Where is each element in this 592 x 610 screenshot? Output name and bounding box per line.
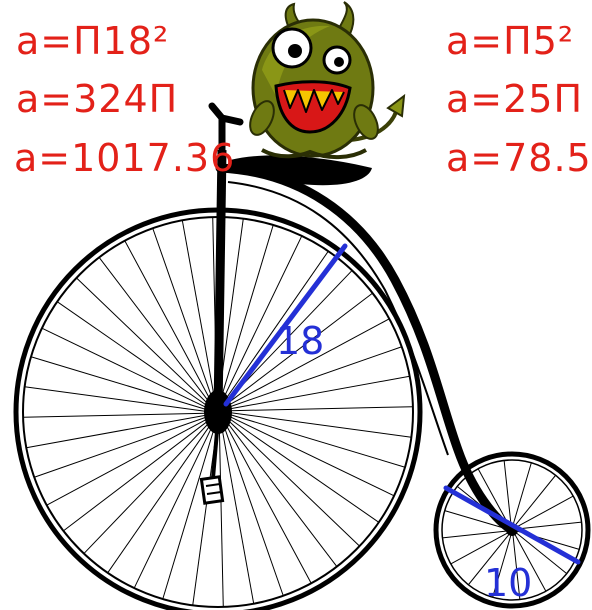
- monster-arm-right: [353, 104, 379, 140]
- spoke: [229, 413, 406, 468]
- spoke: [223, 250, 329, 402]
- monster-arm-left: [249, 100, 275, 136]
- spoke: [467, 533, 510, 586]
- spoke: [220, 423, 255, 604]
- spoke: [34, 416, 208, 478]
- spoke: [46, 418, 209, 506]
- frame-backbone-inner: [227, 181, 449, 456]
- spoke: [41, 327, 208, 409]
- spoke: [218, 423, 224, 607]
- spoke: [514, 533, 547, 592]
- front-fork: [213, 149, 227, 413]
- spoke: [228, 415, 395, 497]
- spoke: [26, 414, 207, 449]
- spoke: [224, 421, 312, 584]
- spoke: [222, 422, 284, 596]
- monster-horn-right: [336, 1, 355, 36]
- spoke: [226, 292, 373, 405]
- spoke: [226, 419, 360, 547]
- spoke: [514, 474, 557, 527]
- small-wheel-rim: [441, 459, 583, 601]
- large-wheel-area-symbolic: a=324Π: [16, 77, 179, 121]
- large-wheel-area-value: a=1017.36: [14, 136, 236, 180]
- spoke: [444, 510, 508, 530]
- spoke: [181, 220, 216, 401]
- spoke: [23, 412, 207, 418]
- spoke: [228, 417, 380, 523]
- large-wheel-radius-label: 18: [276, 319, 325, 363]
- monster-tail-tip: [386, 93, 406, 118]
- spoke: [516, 521, 582, 530]
- spoke: [450, 532, 509, 565]
- monster-character: [249, 1, 406, 159]
- spoke: [162, 423, 217, 600]
- small-wheel-tire: [433, 451, 591, 609]
- spoke: [477, 468, 510, 527]
- pedal-crank: [199, 419, 225, 505]
- spoke: [512, 462, 532, 526]
- monster-teeth: [283, 89, 345, 113]
- spoke: [133, 422, 215, 589]
- spoke: [225, 420, 338, 567]
- small-wheel-diameter-label: 10: [484, 561, 533, 605]
- spoke: [107, 422, 213, 574]
- large-wheel-area-formula: a=Π18²: [16, 19, 170, 63]
- small-wheel-area-value: a=78.5: [446, 136, 592, 180]
- frame-backbone: [215, 163, 517, 535]
- monster-tail: [349, 111, 398, 142]
- spoke: [228, 346, 402, 408]
- spoke: [56, 301, 208, 407]
- small-wheel-diameter-line: [443, 485, 581, 565]
- small-wheel-area-symbolic: a=25Π: [446, 77, 584, 121]
- spoke: [76, 277, 210, 405]
- spoke: [124, 240, 212, 403]
- spoke: [503, 460, 512, 526]
- spoke: [30, 356, 207, 411]
- spoke: [83, 420, 211, 554]
- spoke: [63, 419, 210, 532]
- spoke: [515, 495, 574, 528]
- monster-pupil-right: [334, 57, 344, 67]
- spoke: [221, 235, 303, 402]
- spoke: [227, 318, 390, 406]
- spoke: [512, 534, 521, 600]
- spoke: [24, 386, 207, 412]
- small-wheel-area-formula: a=Π5²: [446, 19, 575, 63]
- spoke: [229, 375, 410, 410]
- spoke: [442, 530, 508, 539]
- handlebar: [208, 102, 244, 154]
- spoke: [229, 406, 413, 412]
- large-wheel-radius-line: [223, 243, 348, 407]
- spoke: [152, 228, 214, 402]
- spoke: [229, 412, 412, 438]
- monster-pupil-left: [288, 44, 302, 58]
- monster-feet: [261, 148, 367, 159]
- saddle: [230, 155, 372, 186]
- spoke: [98, 257, 211, 404]
- spoke: [492, 534, 512, 598]
- spoke: [219, 224, 274, 401]
- spoke: [515, 532, 568, 575]
